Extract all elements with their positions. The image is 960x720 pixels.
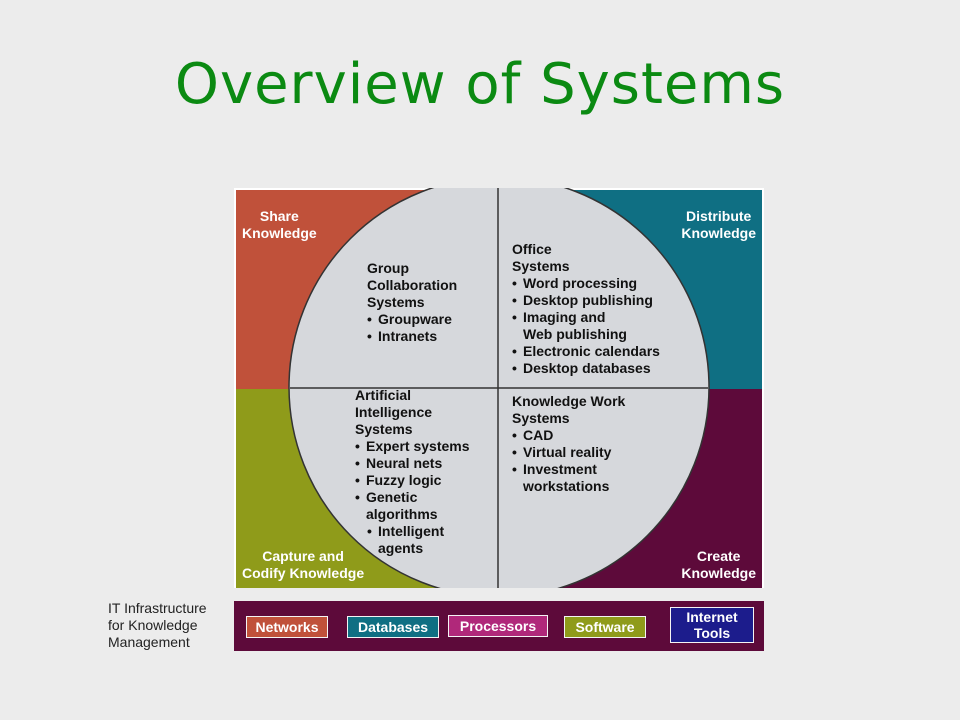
infrastructure-label: IT Infrastructure for Knowledge Manageme… [108, 600, 232, 651]
ai-systems-block: Artificial Intelligence Systems Expert s… [355, 387, 470, 557]
capture-label-line: Codify Knowledge [242, 565, 365, 581]
group-collaboration-block: Group Collaboration Systems Groupware In… [367, 260, 457, 345]
software-badge: Software [564, 616, 646, 638]
create-knowledge-label: Create Knowledge [681, 548, 756, 582]
office-title-line: Systems [512, 258, 570, 274]
databases-badge: Databases [347, 616, 439, 638]
distribute-label-line: Distribute [685, 208, 752, 224]
infra-label-line: for Knowledge [108, 617, 198, 633]
knowledge-diagram: Share Knowledge Distribute Knowledge Cap… [234, 188, 764, 588]
infrastructure-bar: Networks Databases Processors Software I… [234, 601, 764, 651]
office-item: Desktop publishing [512, 292, 660, 309]
slide-title: Overview of Systems [174, 52, 786, 117]
infra-label-line: IT Infrastructure [108, 600, 207, 616]
office-item: Imaging and Web publishing [512, 309, 660, 343]
systems-circle [288, 188, 710, 588]
infra-label-line: Management [108, 634, 190, 650]
ai-item: Fuzzy logic [355, 472, 470, 489]
kw-title-line: Systems [512, 410, 570, 426]
office-item: Word processing [512, 275, 660, 292]
group-item: Intranets [367, 328, 457, 345]
office-item: Electronic calendars [512, 343, 660, 360]
group-title-line: Collaboration [367, 277, 458, 293]
group-title-line: Group [367, 260, 409, 276]
ai-item: Neural nets [355, 455, 470, 472]
kw-item: CAD [512, 427, 625, 444]
share-label-line: Knowledge [242, 225, 317, 241]
share-label-line: Share [259, 208, 299, 224]
ai-title-line: Intelligence [355, 404, 433, 420]
capture-label-line: Capture and [262, 548, 344, 564]
capture-knowledge-label: Capture and Codify Knowledge [242, 548, 364, 582]
ai-item: Genetic algorithms [355, 489, 470, 523]
knowledge-work-block: Knowledge Work Systems CAD Virtual reali… [512, 393, 625, 495]
distribute-label-line: Knowledge [681, 225, 756, 241]
ai-item: Intelligent agents [367, 523, 470, 557]
create-label-line: Knowledge [681, 565, 756, 581]
office-title-line: Office [512, 241, 552, 257]
ai-item: Expert systems [355, 438, 470, 455]
kw-item: Investment workstations [512, 461, 625, 495]
create-label-line: Create [696, 548, 741, 564]
office-systems-block: Office Systems Word processing Desktop p… [512, 241, 660, 377]
office-item: Desktop databases [512, 360, 660, 377]
kw-title-line: Knowledge Work [512, 393, 626, 409]
processors-badge: Processors [448, 615, 548, 637]
ai-title-line: Artificial [355, 387, 412, 403]
share-knowledge-label: Share Knowledge [242, 208, 317, 242]
distribute-knowledge-label: Distribute Knowledge [681, 208, 756, 242]
group-item: Groupware [367, 311, 457, 328]
group-title-line: Systems [367, 294, 425, 310]
ai-title-line: Systems [355, 421, 413, 437]
internet-tools-badge: Internet Tools [670, 607, 754, 643]
networks-badge: Networks [246, 616, 328, 638]
kw-item: Virtual reality [512, 444, 625, 461]
